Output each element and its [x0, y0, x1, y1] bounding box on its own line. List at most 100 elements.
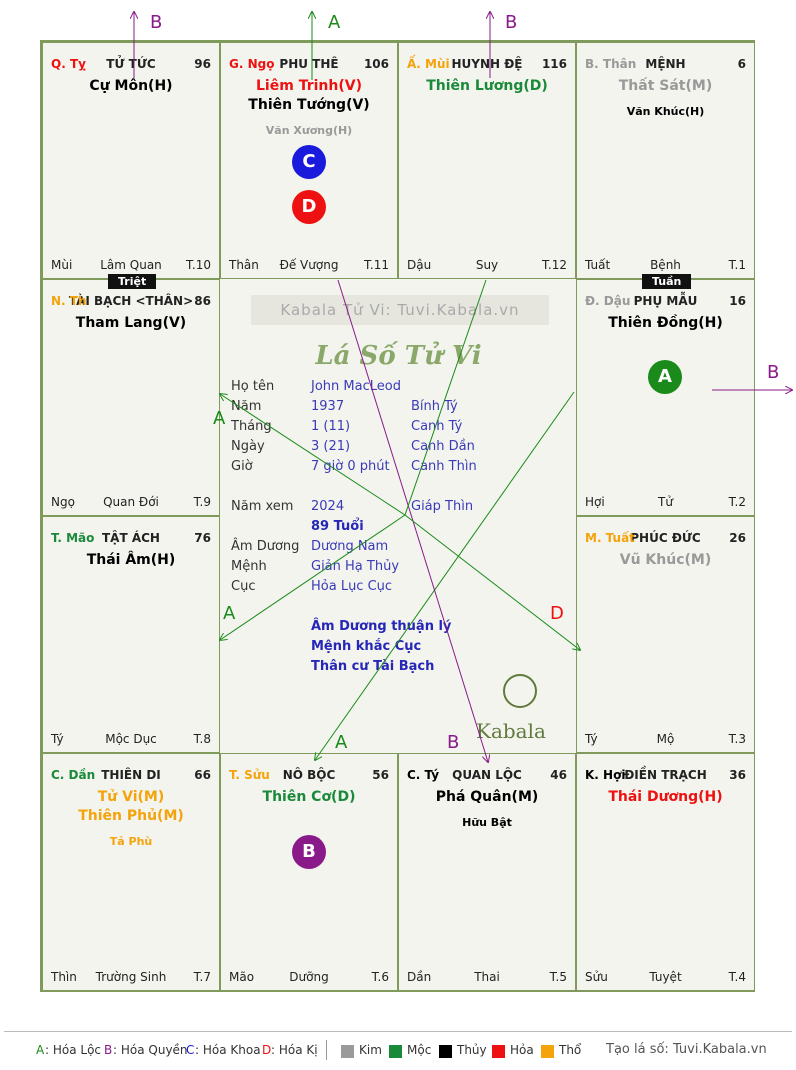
palace-can: Đ. Dậu [585, 294, 631, 308]
arrow-overlay [0, 0, 796, 1030]
palace-branch: Hợi [585, 495, 605, 509]
palace-branch: Thìn [51, 970, 77, 984]
palace-can: N. Th [51, 294, 87, 308]
value-amduong: Dương Nam [311, 539, 389, 554]
palace-name: MỆNH [645, 57, 686, 71]
palace-month: T.12 [542, 258, 567, 272]
main-star: Tham Lang(V) [75, 315, 187, 331]
main-star: Vũ Khúc(M) [619, 552, 712, 568]
palace-stars: Thiên Đồng(H) [577, 314, 754, 333]
palace-branch: Tuất [585, 258, 611, 272]
legend-kim: Kim [359, 1043, 382, 1057]
palace-phase: Quan Đới [103, 495, 159, 509]
value-nam-can: Bính Tý [411, 399, 458, 414]
value-tuoi: 89 Tuổi [311, 519, 364, 534]
palace-can: C. Dần [51, 768, 96, 782]
value-ngay: 3 (21) [311, 439, 351, 454]
palace-phase: Mộc Dục [105, 732, 157, 746]
swatch-kim [341, 1045, 354, 1058]
palace-can: T. Sửu [229, 768, 270, 782]
palace-number: 56 [372, 768, 389, 782]
main-star: Cự Môn(H) [89, 78, 173, 94]
arrow-d-green [404, 514, 580, 650]
arrow-label-d: D [550, 603, 564, 624]
arrow-a-left-up [220, 394, 406, 516]
palace-name: TỬ TỨC [106, 57, 156, 71]
palace-name: PHÚC ĐỨC [630, 531, 701, 545]
palace-phase: Thai [474, 970, 500, 984]
palace-month: T.3 [728, 732, 746, 746]
label-thang: Tháng [231, 419, 272, 434]
palace-number: 36 [729, 768, 746, 782]
palace-can: M. Tuất [585, 531, 635, 545]
palace-number: 106 [363, 57, 389, 71]
swatch-moc [389, 1045, 402, 1058]
kabala-tree-icon [503, 674, 537, 708]
minor-star: Hữu Bật [462, 816, 512, 829]
palace-branch: Dậu [407, 258, 432, 272]
note-2: Mệnh khắc Cục [311, 639, 422, 654]
arrow-label-b1: B [150, 12, 163, 33]
palace-number: 26 [729, 531, 746, 545]
palace-name: TẬT ÁCH [102, 531, 160, 545]
swatch-thuy [439, 1045, 452, 1058]
chart-center: Kabala Tử Vi: Tuvi.Kabala.vn Lá Số Tử Vi… [221, 279, 576, 755]
palace-month: T.6 [371, 970, 389, 984]
arrow-a-left-down [220, 514, 406, 640]
palace-number: 76 [194, 531, 211, 545]
palace-month: T.5 [549, 970, 567, 984]
value-namxem-can: Giáp Thìn [411, 499, 474, 514]
palace-branch: Ngọ [51, 495, 75, 509]
legend-khoa: : Hóa Khoa [195, 1043, 261, 1057]
main-star: Thiên Đồng(H) [608, 315, 723, 331]
palace-number: 96 [194, 57, 211, 71]
value-thang: 1 (11) [311, 419, 351, 434]
palace-branch: Sửu [585, 970, 608, 984]
palace-can: C. Tý [407, 768, 440, 782]
main-star: Tử Vi(M) [97, 789, 165, 805]
palace-name: QUAN LỘC [452, 768, 522, 782]
legend-quyen-key: B [104, 1043, 113, 1057]
palace-number: 6 [737, 57, 746, 71]
minor-star: Tả Phù [109, 835, 153, 848]
arrow-label-b3: B [767, 362, 780, 383]
palace-phase: Mộ [656, 732, 675, 746]
palace-name: PHU THÊ [279, 57, 339, 71]
legend-ki: : Hóa Kị [271, 1043, 318, 1057]
palace-month: T.11 [364, 258, 389, 272]
arrow-a-bottom [315, 391, 575, 760]
palace-month: T.1 [728, 258, 746, 272]
badge-hoa-khoa: C [292, 145, 326, 179]
arrow-label-b4: B [447, 732, 460, 753]
palace-can: Q. Tỵ [51, 57, 86, 71]
legend-loc-key: A [36, 1043, 45, 1057]
legend-site: Tạo lá số: Tuvi.Kabala.vn [606, 1042, 767, 1057]
main-star: Phá Quân(M) [435, 789, 539, 805]
palace-branch: Tý [585, 732, 598, 746]
value-hoten: John MacLeod [311, 379, 401, 394]
legend-quyen: : Hóa Quyền [113, 1043, 188, 1057]
palace-month: T.4 [728, 970, 746, 984]
palace-stars: Liêm Trinh(V)Thiên Tướng(V)Văn Xương(H) [221, 77, 397, 139]
palace-branch: Dần [407, 970, 432, 984]
legend-hoa: Hỏa [510, 1043, 534, 1057]
legend-tho: Thổ [559, 1043, 582, 1057]
palace-can: K. Hợi [585, 768, 626, 782]
label-nam: Năm [231, 399, 262, 414]
label-cuc: Cục [231, 579, 256, 594]
palace-phase: Tử [658, 495, 673, 509]
palace-phase: Trường Sinh [95, 970, 167, 984]
palace-phase: Đế Vượng [279, 258, 339, 272]
palace-stars: Phá Quân(M) Hữu Bật [399, 788, 575, 831]
label-gio: Giờ [231, 459, 253, 474]
watermark: Kabala Tử Vi: Tuvi.Kabala.vn [251, 295, 549, 325]
brand-title: Lá Số Tử Vi [315, 341, 482, 371]
